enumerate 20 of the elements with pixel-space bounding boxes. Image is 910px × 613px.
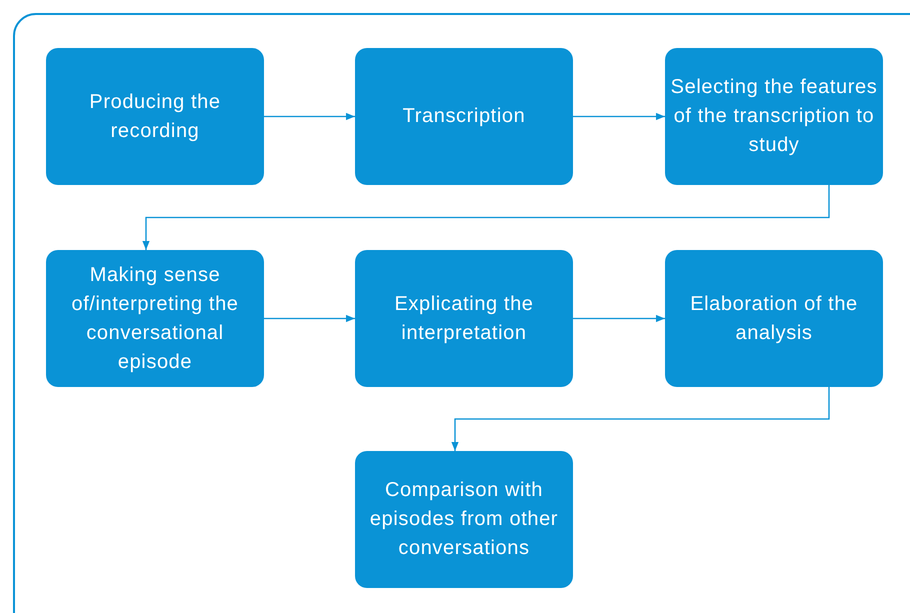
step-label: Selecting the features of the transcription to study	[670, 75, 878, 158]
process-box	[46, 250, 264, 387]
arrow	[573, 314, 665, 322]
step-label: Elaboration of the analysis	[689, 292, 859, 346]
step-label: Transcription	[402, 104, 526, 129]
step-label: Comparison with episodes from other conversations	[368, 478, 560, 561]
process-box	[355, 451, 573, 588]
arrow	[451, 387, 830, 451]
arrow	[573, 112, 665, 120]
process-box	[46, 48, 264, 185]
step-label: Producing the recording	[88, 90, 222, 144]
arrow	[264, 112, 355, 120]
arrow	[264, 314, 355, 322]
step-label: Explicating the interpretation	[393, 292, 535, 346]
process-box	[665, 250, 883, 387]
step-label: Making sense of/interpreting the conversational episode	[70, 262, 240, 374]
process-box	[355, 48, 573, 185]
process-box	[665, 48, 883, 185]
arrow	[142, 185, 830, 250]
process-box	[355, 250, 573, 387]
